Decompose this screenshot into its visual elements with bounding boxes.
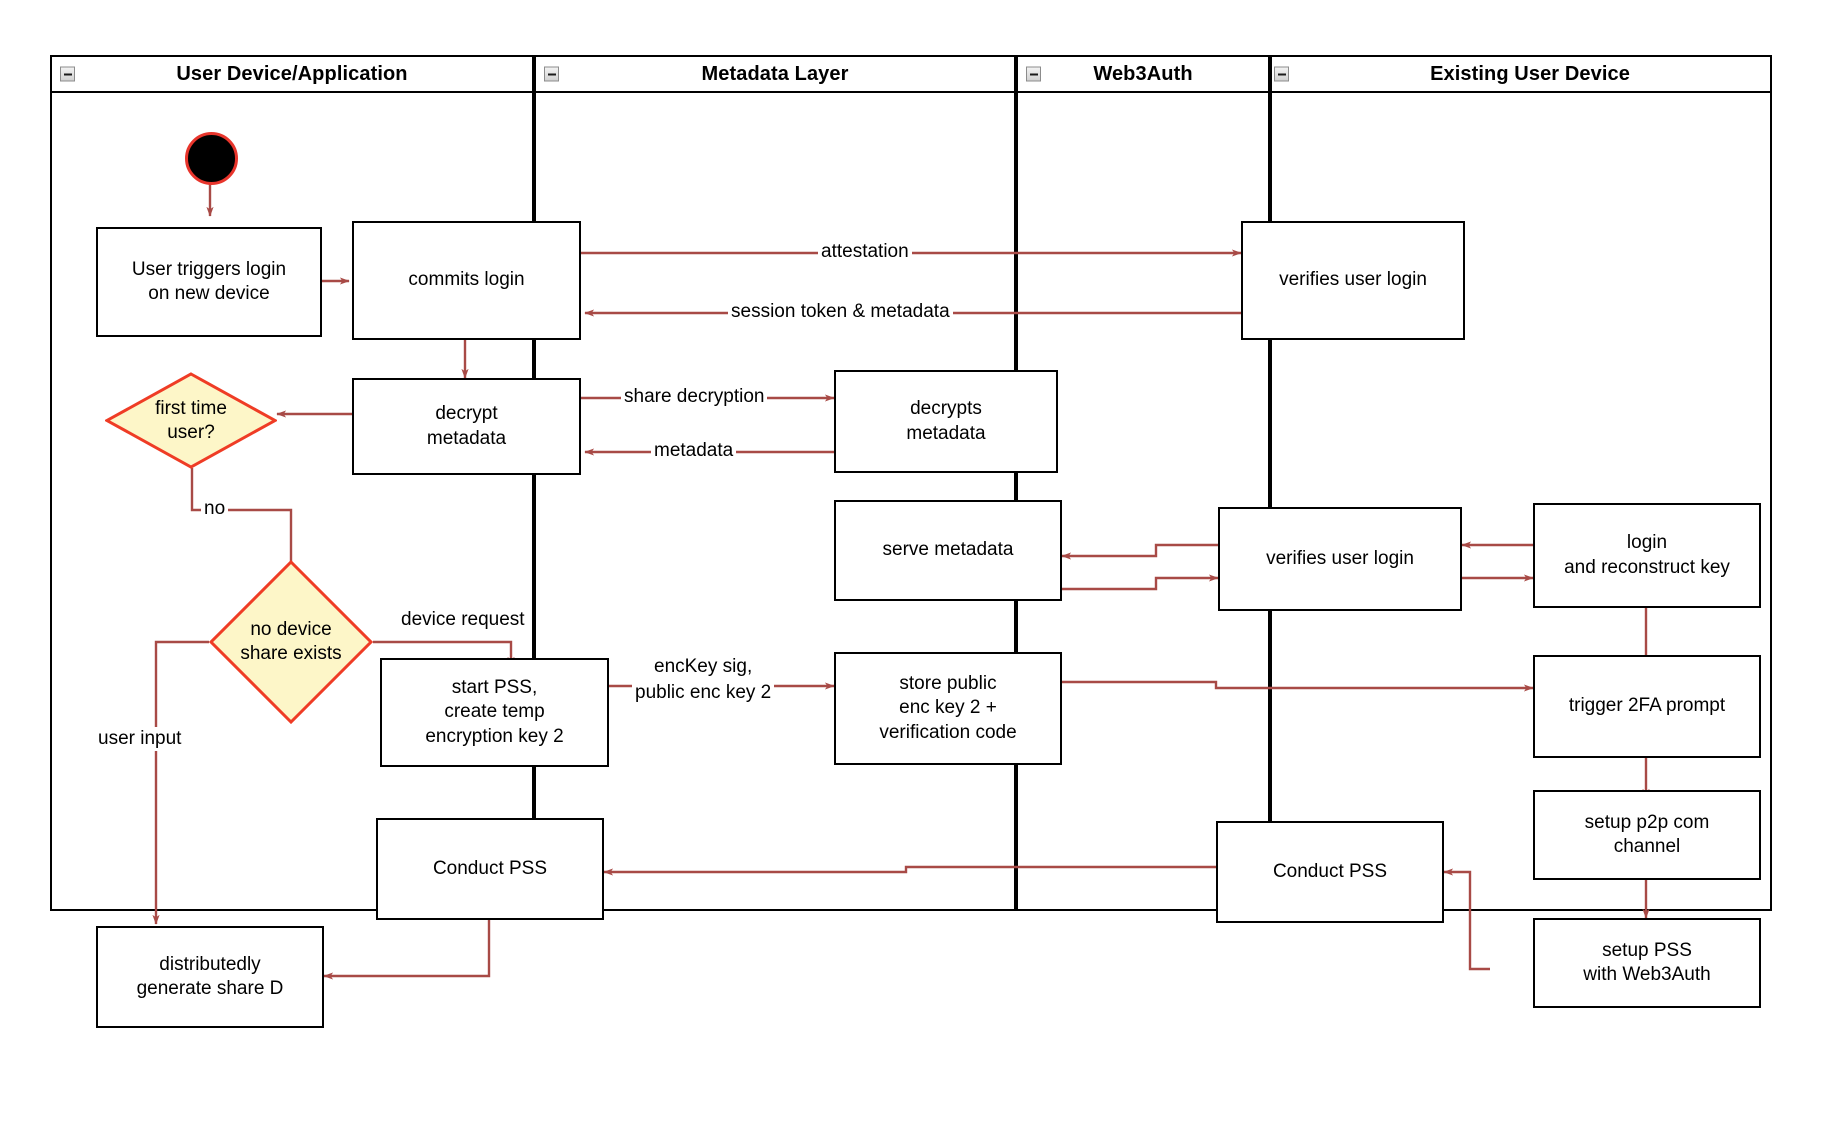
lane-title-web3auth: Web3Auth	[1093, 62, 1193, 85]
start-node	[185, 132, 238, 185]
decision-first-time-user[interactable]: first time user?	[105, 372, 277, 469]
lane-header-user-device[interactable]: User Device/Application	[50, 55, 534, 93]
node-start-pss-create-temp-key[interactable]: start PSS, create temp encryption key 2	[380, 658, 609, 767]
node-label: store public enc key 2 + verification co…	[879, 673, 1017, 743]
lane-title-user-device: User Device/Application	[176, 62, 408, 85]
node-label: trigger 2FA prompt	[1568, 695, 1726, 717]
node-setup-pss-with-web3auth[interactable]: setup PSS with Web3Auth	[1533, 918, 1761, 1008]
node-label: Conduct PSS	[1272, 860, 1388, 882]
collapse-minus-icon[interactable]	[544, 66, 559, 82]
node-label: decrypt metadata	[426, 403, 507, 449]
node-conduct-pss-user-device[interactable]: Conduct PSS	[376, 818, 604, 920]
lane-body-metadata-layer	[534, 55, 1016, 911]
node-verifies-user-login-mid[interactable]: verifies user login	[1218, 507, 1462, 611]
node-label: verifies user login	[1266, 547, 1414, 569]
node-distributedly-generate-share-d[interactable]: distributedly generate share D	[96, 926, 324, 1028]
node-label: Conduct PSS	[432, 857, 548, 879]
edge-label-no: no	[201, 497, 229, 521]
diamond-shape	[105, 372, 277, 469]
node-commits-login[interactable]: commits login	[352, 221, 581, 340]
node-label: distributedly generate share D	[136, 953, 284, 999]
node-trigger-2fa-prompt[interactable]: trigger 2FA prompt	[1533, 655, 1761, 758]
node-conduct-pss-web3auth[interactable]: Conduct PSS	[1216, 821, 1444, 923]
edge-label-share-decryption: share decryption	[621, 385, 768, 409]
lane-header-existing-device[interactable]: Existing User Device	[1270, 55, 1772, 93]
node-store-public-enc-key[interactable]: store public enc key 2 + verification co…	[834, 652, 1062, 765]
node-decrypts-metadata[interactable]: decrypts metadata	[834, 370, 1058, 473]
collapse-minus-icon[interactable]	[1274, 66, 1289, 82]
lane-header-metadata-layer[interactable]: Metadata Layer	[534, 55, 1016, 93]
lane-body-web3auth	[1016, 55, 1270, 911]
collapse-minus-icon[interactable]	[1026, 66, 1041, 82]
edge-label-device-request: device request	[398, 608, 528, 632]
collapse-minus-icon[interactable]	[60, 66, 75, 82]
node-user-triggers-login[interactable]: User triggers login on new device	[96, 227, 322, 337]
decision-label: first time user?	[155, 397, 227, 443]
lane-title-metadata-layer: Metadata Layer	[701, 62, 849, 85]
node-decrypt-metadata[interactable]: decrypt metadata	[352, 378, 581, 475]
node-verifies-user-login-top[interactable]: verifies user login	[1241, 221, 1465, 340]
edge-label-enckey-sig-public-enc-key-2: encKey sig, public enc key 2	[632, 654, 775, 706]
decision-label: no device share exists	[240, 619, 342, 664]
edge-label-session-token-metadata: session token & metadata	[728, 300, 953, 324]
diamond-shape	[209, 560, 373, 724]
node-label: serve metadata	[882, 539, 1014, 561]
node-serve-metadata[interactable]: serve metadata	[834, 500, 1062, 601]
lane-body-user-device	[50, 55, 534, 911]
node-label: start PSS, create temp encryption key 2	[425, 677, 564, 747]
node-label: setup PSS with Web3Auth	[1583, 939, 1711, 985]
lane-body-existing-device	[1270, 55, 1772, 911]
edge-label-user-input: user input	[95, 727, 185, 751]
node-label: login and reconstruct key	[1564, 532, 1730, 578]
node-login-and-reconstruct-key[interactable]: login and reconstruct key	[1533, 503, 1761, 608]
node-label: decrypts metadata	[906, 398, 986, 444]
node-label: User triggers login on new device	[131, 258, 287, 304]
decision-no-device-share-exists[interactable]: no device share exists	[209, 560, 373, 724]
node-setup-p2p-com-channel[interactable]: setup p2p com channel	[1533, 790, 1761, 880]
node-label: commits login	[408, 269, 525, 291]
node-label: verifies user login	[1279, 269, 1427, 291]
lane-header-web3auth[interactable]: Web3Auth	[1016, 55, 1270, 93]
edge-label-attestation: attestation	[818, 240, 912, 264]
lane-title-existing-device: Existing User Device	[1430, 62, 1630, 85]
edge-label-metadata: metadata	[651, 439, 737, 463]
node-label: setup p2p com channel	[1584, 811, 1710, 857]
